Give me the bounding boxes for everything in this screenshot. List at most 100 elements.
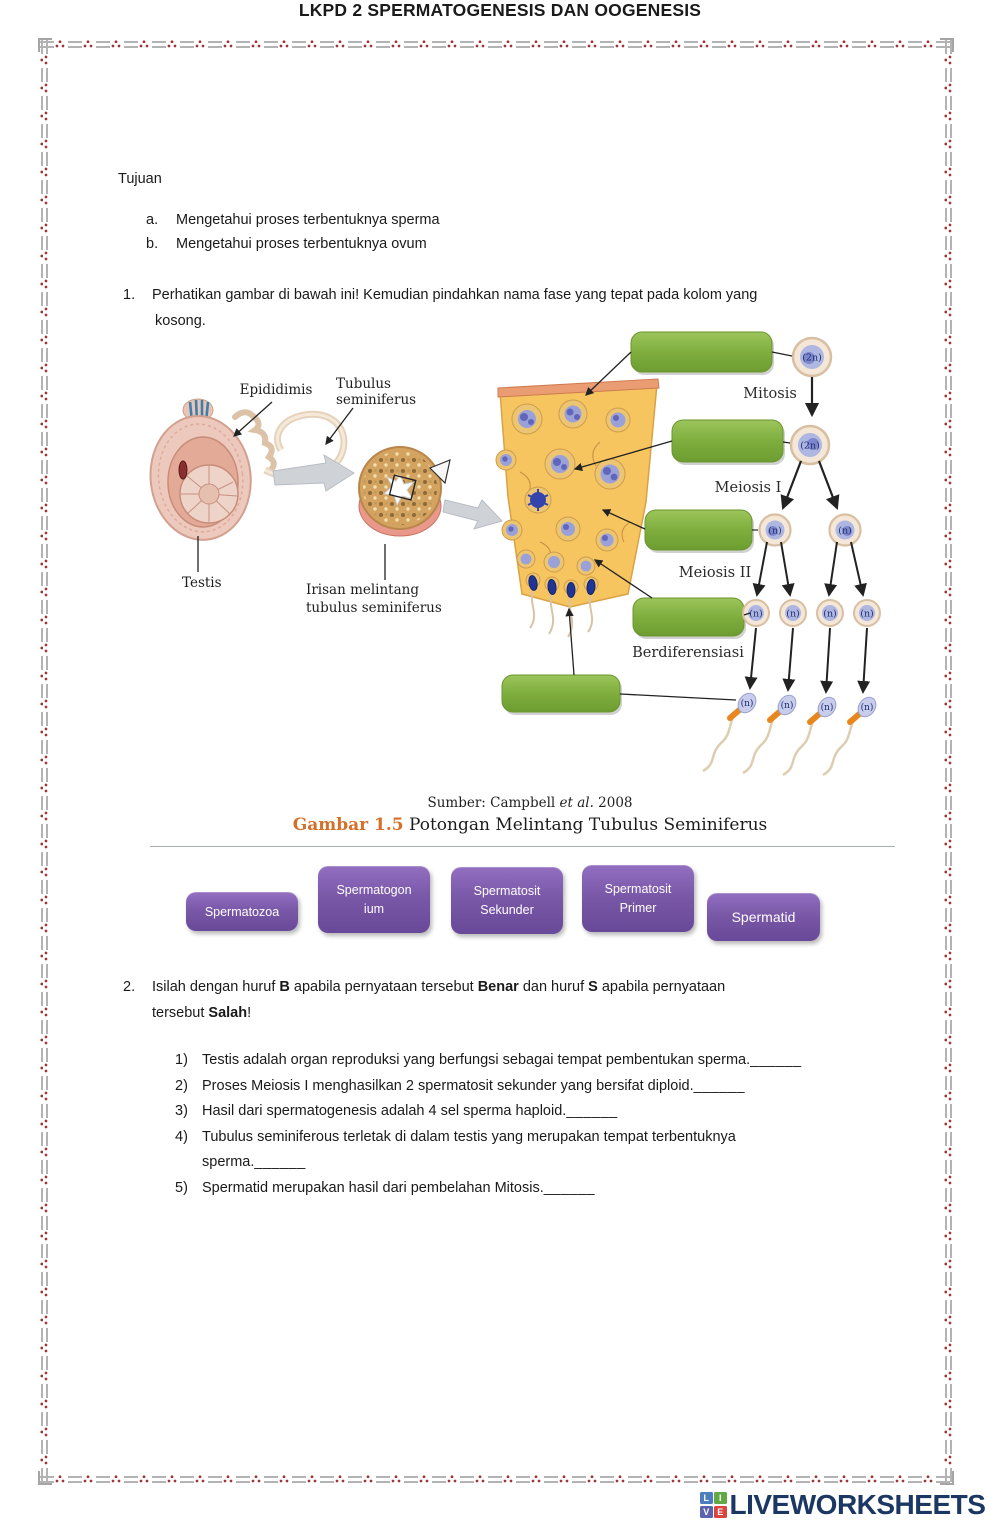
answer-blank-3[interactable]: ______ [566, 1103, 618, 1119]
svg-text:(n): (n) [786, 609, 800, 620]
statement-row-2: 2) Proses Meiosis I menghasilkan 2 sperm… [175, 1077, 746, 1094]
answer-slot-3[interactable] [644, 509, 754, 553]
border-corner-bl [38, 1471, 52, 1485]
page-border-bottom [40, 1475, 952, 1483]
page-border-top [40, 40, 952, 48]
statement-row-3: 3) Hasil dari spermatogenesis adalah 4 s… [175, 1103, 618, 1119]
stage-label-meiosis2: Meiosis II [679, 565, 751, 581]
answer-blank-5[interactable]: ______ [543, 1179, 596, 1196]
epididymis-coil [232, 409, 277, 474]
cell-spermatid-4: (n) [853, 599, 881, 627]
answer-blank-2[interactable]: ______ [693, 1077, 746, 1094]
tubule-tissue-illustration [495, 378, 660, 638]
page-title: LKPD 2 SPERMATOGENESIS DAN OOGENESIS [298, 0, 702, 20]
answer-slot-2[interactable] [671, 419, 785, 465]
cell-secondary-spermatocyte-2: (n) [828, 513, 862, 547]
answer-option-spermatid[interactable]: Spermatid [707, 893, 820, 941]
caption-divider [150, 846, 895, 847]
cell-spermatogonium: (2n) [791, 336, 833, 378]
objective-text: Mengetahui proses terbentuknya ovum [176, 236, 427, 252]
question-1-text: Perhatikan gambar di bawah ini! Kemudian… [152, 287, 758, 303]
question-2: 2. Isilah dengan huruf B apabila pernyat… [123, 978, 863, 998]
svg-text:(n): (n) [861, 702, 874, 713]
logo-square-e: E [714, 1505, 727, 1519]
svg-text:(n): (n) [768, 526, 782, 537]
testis-illustration [149, 398, 348, 541]
logo-grid: L I V E [700, 1491, 727, 1519]
tubulus-seminiferus-label-line1: Tubulus [336, 376, 391, 392]
svg-text:(n): (n) [823, 609, 837, 620]
figure-number: Gambar 1.5 [292, 815, 404, 835]
border-corner-br [940, 1471, 954, 1485]
arrow-section-to-tissue [442, 499, 503, 530]
irisan-label-line1: Irisan melintang [306, 582, 419, 598]
sperm-cells: (n) (n) (n) (n) [702, 692, 877, 777]
stage-label-mitosis: Mitosis [743, 386, 797, 402]
svg-text:(2n): (2n) [802, 353, 822, 364]
logo-square-v: V [700, 1505, 713, 1519]
liveworksheets-logo[interactable]: L I V E LIVEWORKSHEETS [700, 1489, 986, 1521]
svg-text:(n): (n) [781, 700, 794, 711]
svg-text:(n): (n) [860, 609, 874, 620]
figure-source: Sumber: Campbell et al. 2008 [427, 795, 633, 811]
tubulus-seminiferus-label-line2: seminiferus [336, 392, 416, 408]
answer-blank-1[interactable]: ______ [750, 1052, 802, 1068]
epididymis-label: Epididimis [240, 382, 313, 398]
sperm-cell-1: (n) [702, 692, 757, 773]
objective-marker: b. [146, 236, 159, 252]
logo-square-i: I [714, 1491, 727, 1505]
cell-spermatid-3: (n) [816, 599, 844, 627]
objective-item-a: a. Mengetahui proses terbentuknya sperma [146, 211, 440, 231]
svg-text:(n): (n) [749, 609, 763, 620]
page-border-left [40, 40, 48, 1483]
svg-text:(2n): (2n) [800, 441, 820, 452]
tujuan-label: Tujuan [118, 171, 162, 187]
answer-option-spermatozoa[interactable]: Spermatozoa [186, 892, 298, 931]
question-1-text-line2: kosong. [155, 313, 206, 329]
question-1-number: 1. [123, 287, 136, 303]
answer-slot-5[interactable] [501, 674, 622, 715]
page-border-right [944, 40, 952, 1483]
brand-wordmark: LIVEWORKSHEETS [729, 1489, 986, 1520]
objective-marker: a. [146, 212, 159, 228]
cell-primary-spermatocyte: (2n) [789, 424, 831, 466]
cell-lineage: (2n) (2n) (n) (n) (n) (n) [742, 336, 881, 627]
sperm-cell-3: (n) [782, 696, 837, 777]
question-1: 1. Perhatikan gambar di bawah ini! Kemud… [123, 286, 757, 306]
statement-list: 1) Testis adalah organ reproduksi yang b… [175, 1048, 870, 1201]
arrow-testis-to-section [272, 453, 355, 492]
cell-secondary-spermatocyte-1: (n) [758, 513, 792, 547]
tissue-sperm-zone [525, 572, 599, 638]
cross-section-illustration [358, 446, 451, 537]
irisan-label-line2: tubulus seminiferus [306, 600, 442, 616]
logo-square-l: L [700, 1491, 713, 1505]
stage-label-meiosis1: Meiosis I [715, 480, 782, 496]
cell-spermatid-1: (n) [742, 599, 770, 627]
statement-row-1: 1) Testis adalah organ reproduksi yang b… [175, 1052, 802, 1068]
objective-text: Mengetahui proses terbentuknya sperma [176, 212, 440, 228]
answer-slot-1[interactable] [630, 331, 774, 375]
statement-row-5: 5) Spermatid merupakan hasil dari pembel… [175, 1179, 596, 1196]
sperm-cell-2: (n) [742, 694, 797, 775]
objective-item-b: b. Mengetahui proses terbentuknya ovum [146, 235, 427, 255]
question-2-number: 2. [123, 979, 136, 995]
answer-blank-4[interactable]: ______ [254, 1154, 306, 1170]
statement-row-4: 4) Tubulus seminiferous terletak di dala… [175, 1128, 736, 1171]
testis-label: Testis [182, 575, 222, 591]
svg-text:(n): (n) [821, 702, 834, 713]
border-corner-tl [38, 38, 52, 52]
figure-caption: Gambar 1.5 Potongan Melintang Tubulus Se… [292, 815, 768, 835]
sperm-cell-4: (n) [822, 696, 877, 777]
stage-label-berdiferensiasi: Berdiferensiasi [632, 645, 744, 661]
svg-text:(n): (n) [838, 526, 852, 537]
question-2-text-line2: tersebut Salah! [152, 1005, 252, 1021]
answer-slot-4[interactable] [632, 597, 746, 639]
border-corner-tr [940, 38, 954, 52]
question-2-text: Isilah dengan huruf B apabila pernyataan… [152, 979, 726, 995]
spermatogenesis-figure: Epididimis Tubulus seminiferus Testis Ir… [149, 331, 881, 777]
cell-spermatid-2: (n) [779, 599, 807, 627]
